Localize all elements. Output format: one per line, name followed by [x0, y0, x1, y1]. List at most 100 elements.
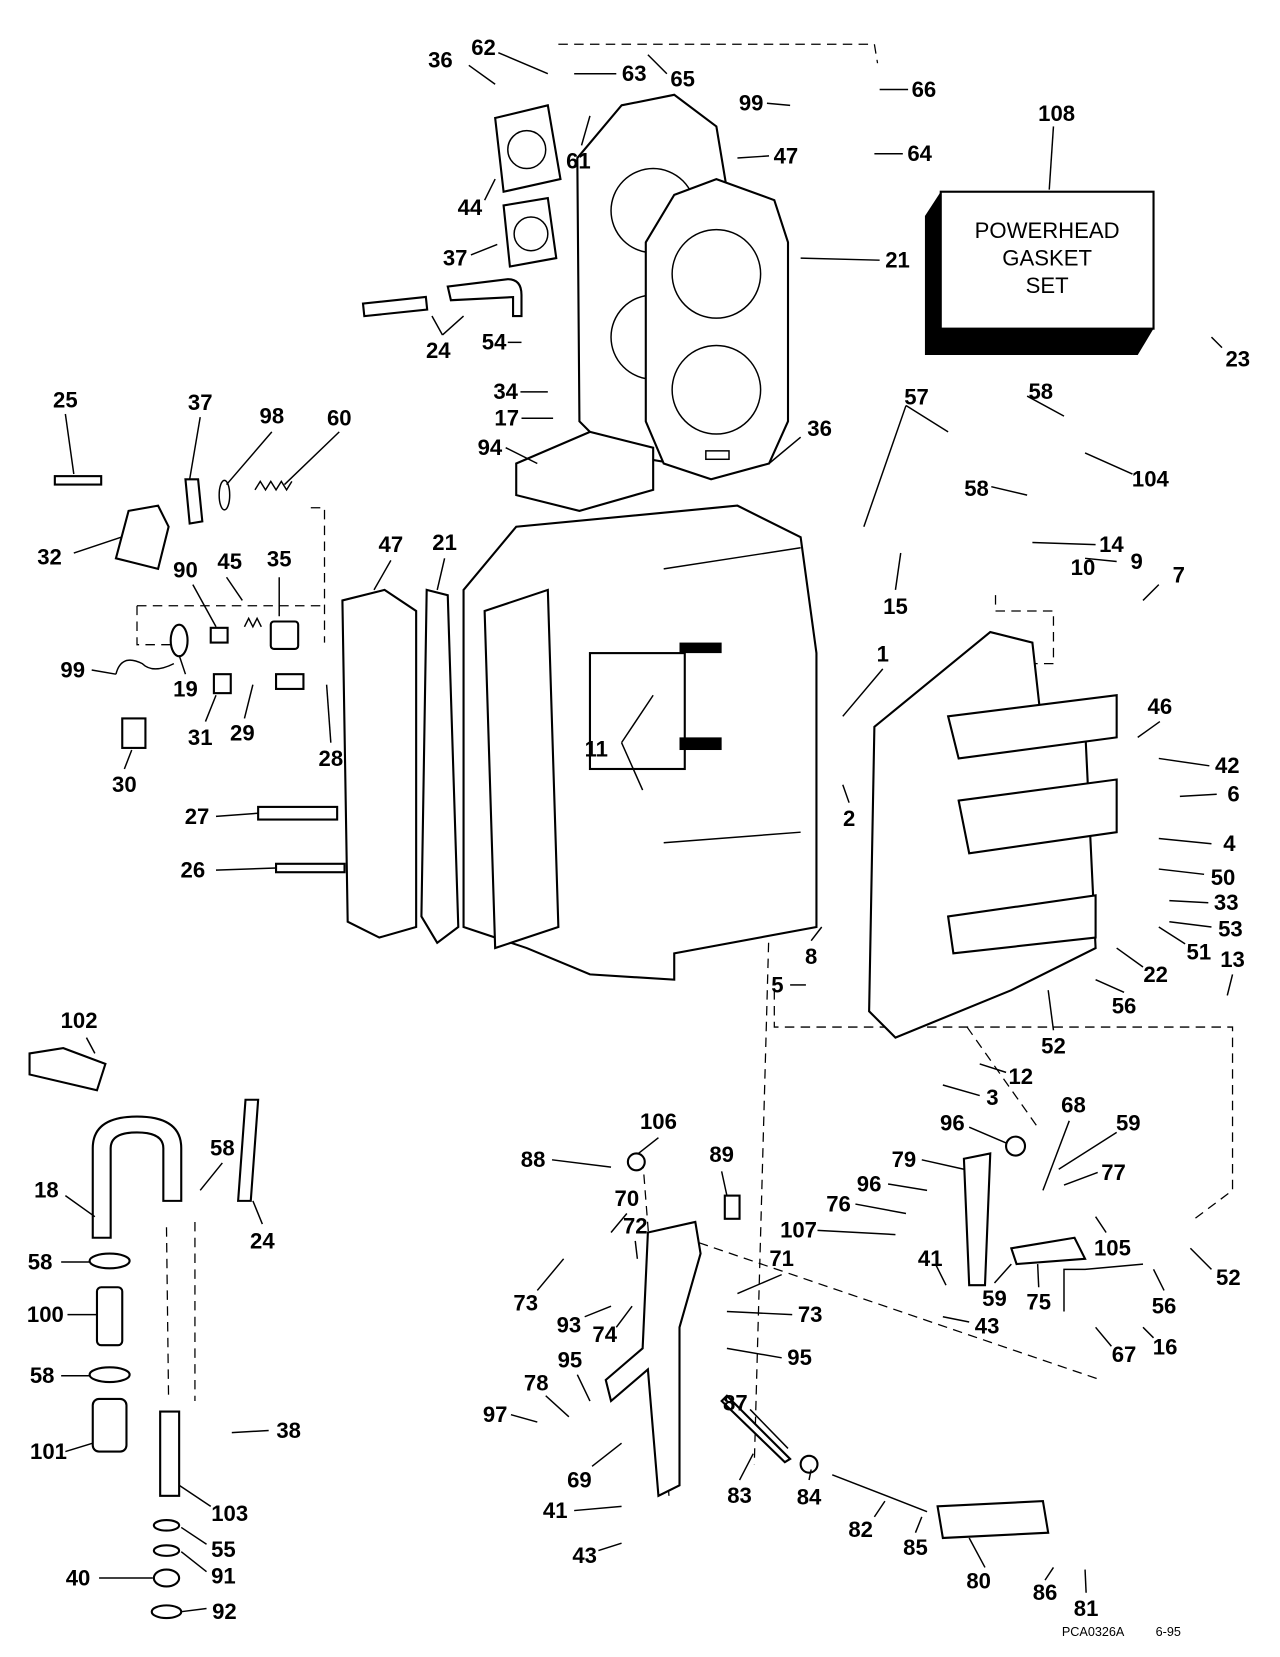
leader-line: [808, 1469, 812, 1481]
leader-line: [1047, 990, 1055, 1031]
callout-number: 93: [557, 1313, 582, 1338]
leader-line: [231, 1429, 269, 1434]
callout-number: 37: [443, 245, 468, 270]
leader-line: [855, 1203, 907, 1215]
leader-line: [842, 784, 850, 803]
gasket-set-label-line1: POWERHEAD: [975, 218, 1120, 243]
callout-number: 77: [1101, 1160, 1126, 1185]
leader-line: [1094, 1216, 1107, 1233]
callout-number: 52: [1216, 1265, 1241, 1290]
callout-number: 51: [1187, 940, 1212, 965]
leader-line: [720, 1171, 728, 1196]
callout-number: 58: [30, 1363, 55, 1388]
callout-number: 91: [211, 1563, 236, 1588]
callout-number: 44: [458, 195, 483, 220]
callout-number: 24: [426, 338, 451, 363]
footer-date: 6-95: [1156, 1625, 1181, 1639]
callout-number: 59: [982, 1286, 1007, 1311]
callout-number: 36: [807, 416, 832, 441]
callout-number: 50: [1211, 865, 1236, 890]
leader-lines: [61, 51, 1234, 1613]
callout-number: 83: [727, 1483, 752, 1508]
callout-number: 24: [250, 1228, 275, 1253]
callout-number: 28: [319, 746, 344, 771]
leader-line: [1210, 336, 1223, 349]
callout-number: 58: [28, 1249, 53, 1274]
leader-line: [620, 742, 644, 791]
footer-part-code: PCA0326A: [1062, 1625, 1125, 1639]
callout-number: 34: [493, 379, 518, 404]
callout-number: 56: [1112, 993, 1137, 1018]
leader-line: [85, 1037, 96, 1054]
leader-line: [64, 1195, 96, 1218]
callout-number: 76: [826, 1191, 851, 1216]
callout-number: 86: [1033, 1580, 1058, 1605]
leader-line: [894, 552, 902, 591]
callout-number: 95: [787, 1345, 812, 1370]
gasket-37-top: [502, 196, 558, 268]
callout-number: 72: [623, 1214, 648, 1239]
callout-number: 32: [37, 545, 62, 570]
leader-line: [934, 1263, 947, 1286]
callout-number: 30: [112, 772, 137, 797]
callout-number: 15: [883, 594, 908, 619]
leader-line: [1026, 395, 1065, 417]
leader-line: [1032, 541, 1096, 546]
leader-line: [921, 1159, 965, 1170]
callout-number: 43: [572, 1543, 597, 1568]
powerhead-gasket-set-box: POWERHEAD GASKET SET: [924, 126, 1155, 355]
leader-line: [536, 1258, 565, 1291]
leader-line: [73, 536, 122, 554]
leader-line: [199, 1162, 223, 1191]
leader-line: [591, 1442, 623, 1467]
leader-line: [180, 1551, 207, 1573]
leader-line: [1095, 978, 1125, 993]
leader-line: [1063, 1171, 1098, 1186]
leader-line: [325, 684, 332, 743]
leader-line: [749, 1408, 789, 1449]
callout-number: 19: [173, 676, 198, 701]
callout-number: 60: [327, 406, 352, 431]
callout-number: 103: [211, 1501, 248, 1526]
callout-number: 74: [592, 1322, 617, 1347]
leader-line: [225, 576, 243, 601]
leader-line: [873, 1500, 886, 1518]
leader-line: [498, 51, 549, 75]
leader-line: [1169, 899, 1209, 904]
callout-number: 98: [260, 403, 285, 428]
callout-number: 31: [188, 725, 213, 750]
leader-line: [178, 1484, 212, 1507]
callout-number: 9: [1131, 549, 1143, 574]
leader-line: [842, 668, 884, 717]
leader-line: [1226, 974, 1234, 996]
crankcase: [868, 630, 1118, 1039]
callout-number: 17: [494, 406, 519, 431]
callout-number: 58: [1029, 379, 1054, 404]
callout-number: 13: [1220, 947, 1245, 972]
leader-line: [991, 485, 1028, 496]
callout-number: 68: [1061, 1092, 1086, 1117]
callout-number: 89: [709, 1142, 734, 1167]
leader-line: [468, 64, 496, 85]
callout-number: 41: [918, 1246, 943, 1271]
leader-line: [914, 1516, 923, 1533]
leader-line: [738, 1453, 754, 1481]
callout-number: 78: [524, 1370, 549, 1395]
callout-number: 62: [471, 35, 496, 60]
callout-number: 56: [1152, 1294, 1177, 1319]
exhaust-cover-47: [341, 588, 418, 939]
leader-line: [726, 1347, 782, 1359]
callout-number: 90: [173, 557, 198, 582]
leader-line: [737, 155, 770, 159]
leader-line: [1142, 1326, 1155, 1339]
callout-number: 106: [640, 1109, 677, 1134]
callout-number: 79: [892, 1147, 917, 1172]
callout-number: 22: [1143, 962, 1168, 987]
callout-number: 16: [1153, 1335, 1178, 1360]
leader-line: [598, 1542, 622, 1552]
leader-line: [647, 54, 668, 75]
leader-line: [800, 257, 880, 261]
callout-number: 65: [670, 66, 695, 91]
callout-number: 70: [615, 1186, 640, 1211]
